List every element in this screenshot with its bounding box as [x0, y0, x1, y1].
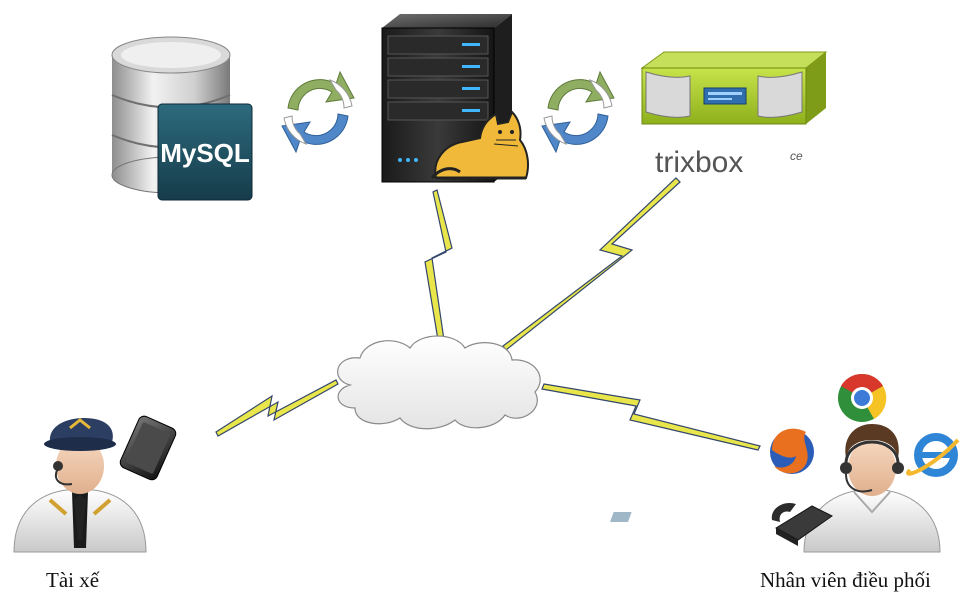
- driver-label: Tài xế: [46, 568, 100, 592]
- network-links: [215, 177, 761, 451]
- sync-arrows-icon: [281, 70, 355, 154]
- operator-avatar-icon: [803, 424, 941, 553]
- mysql-logo-text: MySQL: [160, 138, 250, 168]
- sync-arrows-icon: [541, 70, 615, 154]
- trixbox-pbx: trixbox ce: [640, 51, 828, 179]
- mysql-logo-tile: MySQL: [157, 103, 253, 201]
- trixbox-brand-text: trixbox: [655, 146, 743, 179]
- link-pbx-cloud: [502, 177, 681, 351]
- app-server: [381, 14, 529, 183]
- trixbox-brand-suffix: ce: [790, 149, 803, 163]
- driver: [13, 415, 177, 553]
- firefox-icon: [770, 428, 814, 474]
- dispatcher: [610, 373, 960, 553]
- mysql-database: MySQL: [111, 36, 253, 201]
- link-dispatcher-cloud: [541, 383, 761, 451]
- link-server-cloud: [424, 189, 453, 341]
- chrome-icon: [838, 373, 887, 422]
- link-driver-cloud: [215, 379, 339, 437]
- dispatcher-label: Nhân viên điều phối: [760, 568, 931, 592]
- smartphone-icon: [119, 415, 177, 481]
- driver-avatar-icon: [13, 418, 147, 553]
- desk-phone-icon: [610, 502, 833, 546]
- cloud-icon: [337, 335, 541, 430]
- tomcat-icon: [430, 110, 529, 180]
- rack-server-icon: [640, 51, 828, 125]
- ie-icon: [906, 433, 960, 477]
